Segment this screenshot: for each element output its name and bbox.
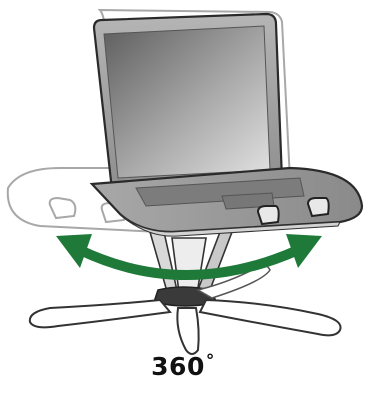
laptop-screen xyxy=(103,25,271,179)
laptop xyxy=(89,12,364,237)
stand-base xyxy=(28,264,342,355)
laptop-keyboard xyxy=(135,177,305,207)
degree-symbol: ° xyxy=(205,351,215,371)
double-headed-curved-arrow-icon xyxy=(56,234,322,280)
laptop-holder-clips xyxy=(256,197,330,226)
rotation-degrees: 360 xyxy=(151,352,205,381)
rotation-caption: 360° xyxy=(0,351,366,381)
